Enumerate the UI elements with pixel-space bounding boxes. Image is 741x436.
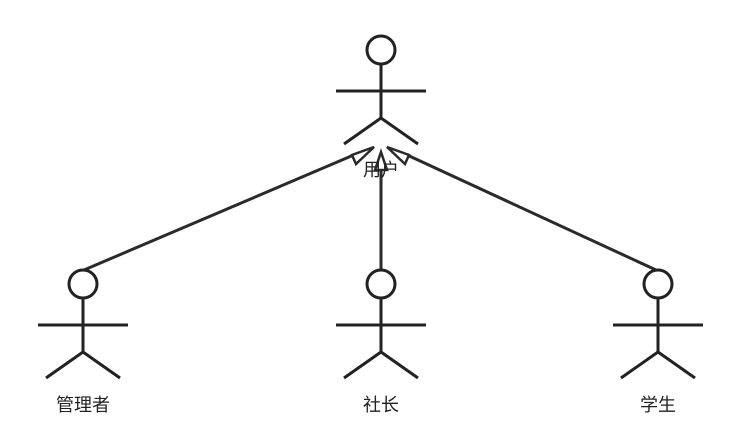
actor-label-admin: 管理者: [56, 395, 110, 416]
actor-left-leg: [620, 350, 659, 380]
actor-head: [642, 268, 674, 300]
actor-label-student: 学生: [640, 395, 676, 416]
actor-right-leg: [657, 350, 696, 380]
actor-admin[interactable]: [38, 268, 128, 380]
edge-admin-to-user: [83, 152, 357, 272]
actor-head: [67, 268, 99, 300]
actor-head: [365, 268, 397, 300]
edges: [83, 152, 657, 272]
actor-president[interactable]: [336, 268, 426, 380]
generalization-arrowhead-student: [386, 145, 411, 167]
arrowheads: [350, 145, 411, 172]
actor-label-president: 社长: [363, 395, 399, 416]
actor-user[interactable]: [336, 34, 426, 146]
actor-left-leg: [343, 116, 382, 146]
actor-label-user: 用户: [363, 160, 399, 181]
actor-right-leg: [82, 350, 121, 380]
actor-right-leg: [380, 116, 419, 146]
actor-left-leg: [343, 350, 382, 380]
edge-student-to-user: [404, 152, 657, 272]
actor-student[interactable]: [613, 268, 703, 380]
generalization-arrowhead-president: [373, 148, 389, 172]
actor-right-leg: [380, 350, 419, 380]
actor-left-leg: [45, 350, 84, 380]
actor-head: [365, 34, 397, 66]
generalization-arrowhead-admin: [350, 145, 375, 167]
